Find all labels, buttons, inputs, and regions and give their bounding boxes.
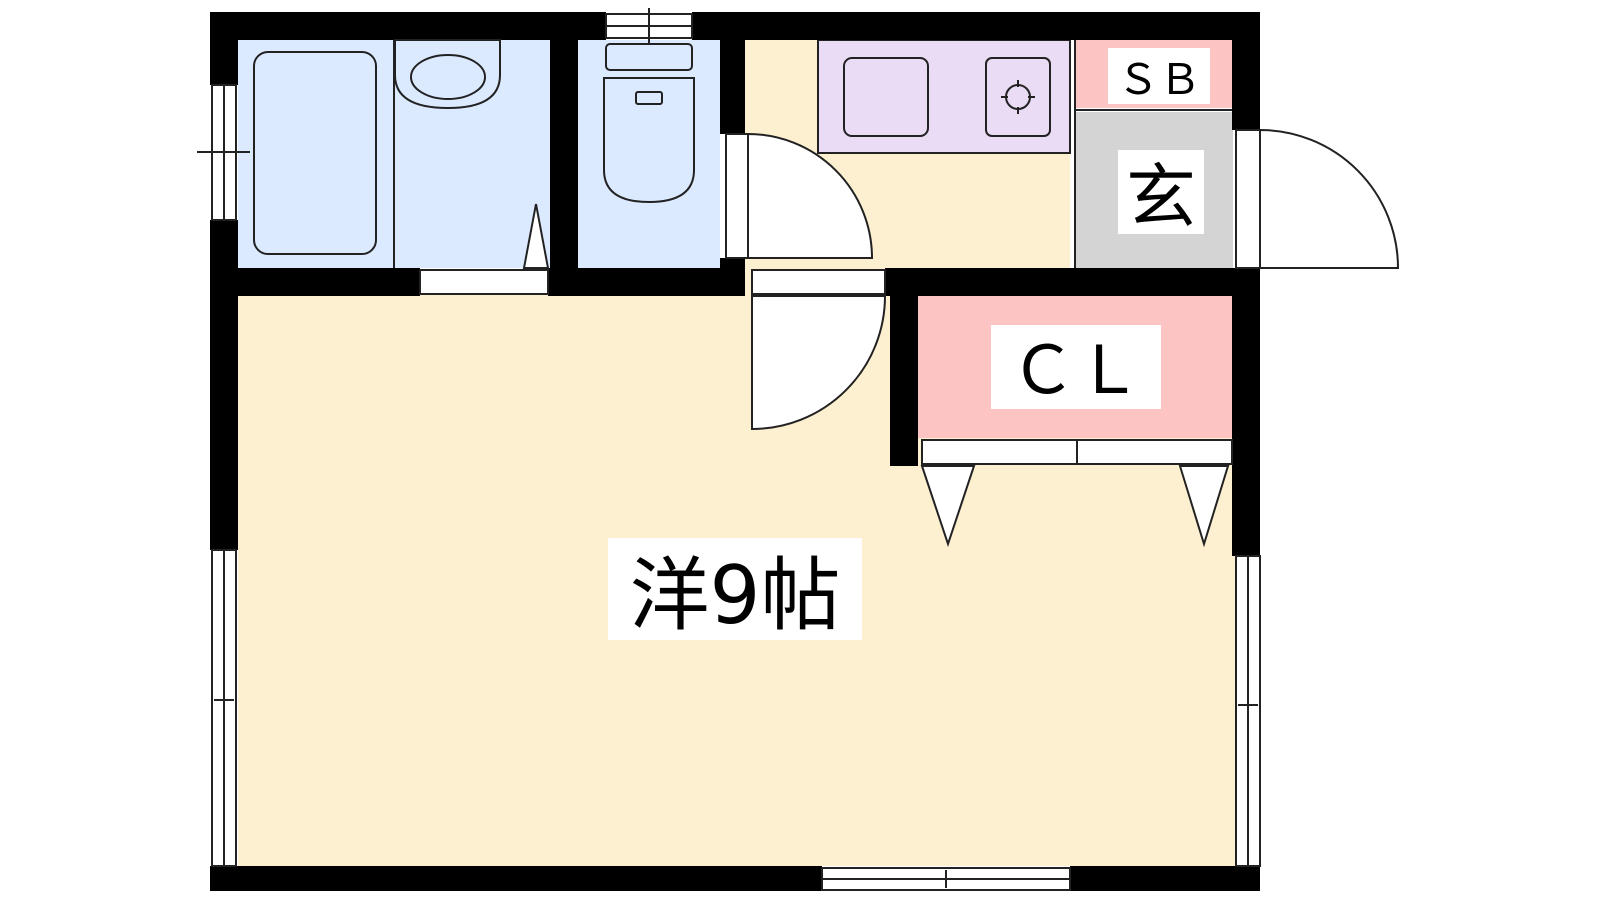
walls [210, 12, 1260, 891]
kitchen-sink-icon [843, 57, 929, 137]
stove-burner-icon [985, 57, 1051, 137]
closet-label-bg [991, 325, 1161, 409]
washbasin-icon [394, 39, 501, 110]
shoe-box-label-bg [1108, 48, 1210, 104]
main-room-label: 洋9帖 [630, 549, 841, 642]
entrance-label: 玄 [1126, 156, 1196, 238]
toilet-icon [603, 43, 695, 204]
bathtub-icon [253, 51, 377, 255]
windows [197, 8, 1261, 891]
entrance-door[interactable] [1235, 128, 1400, 269]
bathroom-door-panel[interactable] [419, 269, 549, 295]
toilet-door[interactable] [725, 132, 874, 259]
living-room-door[interactable] [751, 269, 887, 431]
shoe-box-label: ＳＢ [1117, 55, 1201, 104]
entrance-label-bg [1118, 150, 1204, 234]
bathroom-door-swing [522, 203, 550, 269]
closet-doors[interactable] [920, 439, 1233, 548]
closet-label: ＣＬ [1010, 332, 1142, 409]
main-room-label-bg [608, 538, 862, 640]
